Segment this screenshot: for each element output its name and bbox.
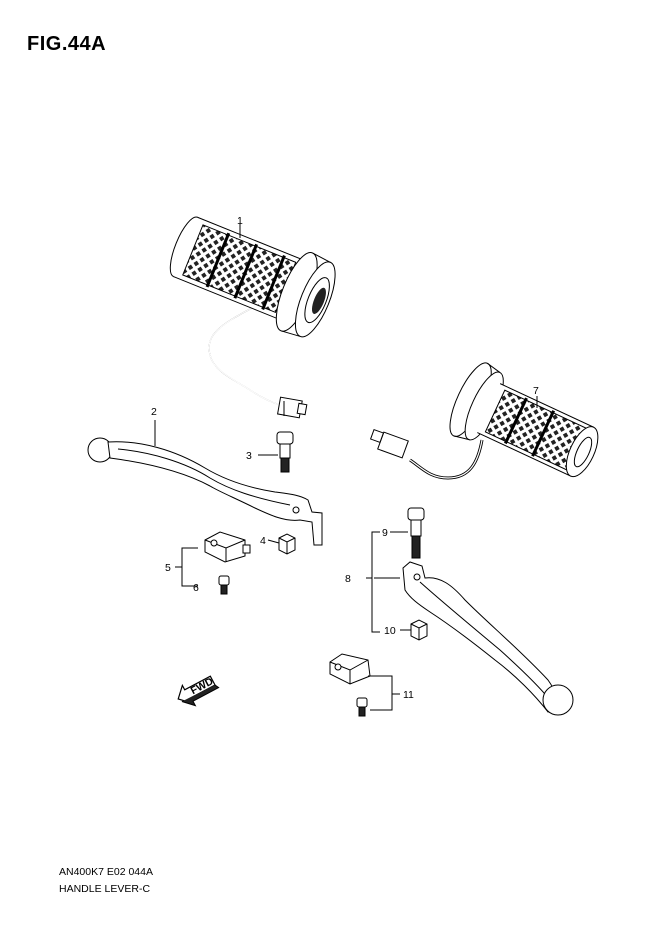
part-2-lever-right [87, 420, 323, 546]
callout-5-bracket [175, 547, 198, 587]
fwd-arrow-icon: FWD [177, 675, 220, 707]
part-8-lever-left [366, 531, 574, 716]
part-6-screw [218, 575, 230, 595]
part-10-nut [400, 619, 428, 641]
figure-code: AN400K7 E02 044A [59, 866, 153, 878]
callout-4: 4 [260, 535, 266, 547]
part-7-left-grip [369, 362, 599, 480]
callout-6: 6 [193, 582, 199, 594]
callout-5: 5 [165, 562, 171, 574]
part-11-switch [329, 653, 400, 717]
callout-10: 10 [384, 625, 396, 637]
part-1-right-grip [169, 216, 336, 419]
part-4-nut [267, 533, 296, 555]
callout-9: 9 [382, 527, 388, 539]
part-9-bolt [390, 507, 425, 559]
callout-8: 8 [345, 573, 351, 585]
callout-11: 11 [403, 689, 414, 701]
part-5-switch [204, 531, 251, 563]
figure-name: HANDLE LEVER-C [59, 883, 151, 895]
callout-1: 1 [237, 215, 243, 227]
callout-3: 3 [246, 450, 252, 462]
callout-7: 7 [533, 385, 539, 397]
part-3-bolt [258, 431, 294, 473]
figure-title: FIG.44A [27, 33, 107, 55]
callout-2: 2 [151, 406, 157, 418]
